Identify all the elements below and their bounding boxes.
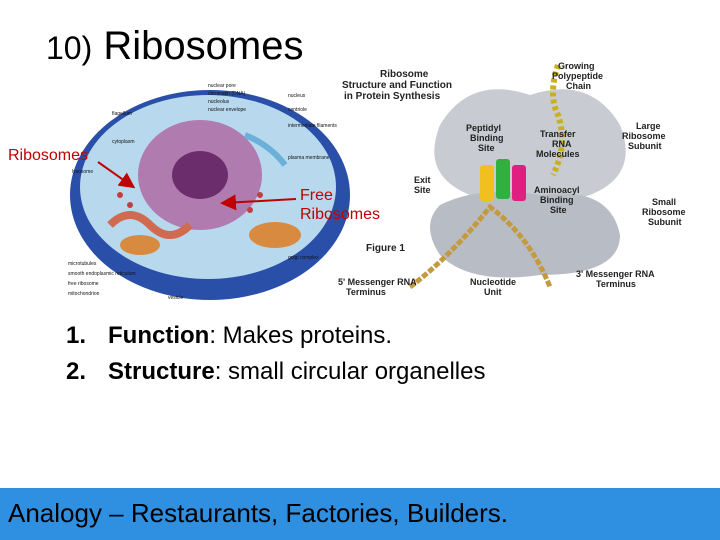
mrna-strand-shape	[408, 203, 553, 289]
peptidyl-label: Binding	[470, 133, 504, 143]
list-text: : small circular organelles	[214, 358, 486, 385]
figure-label: Figure 1	[366, 243, 405, 254]
mrna5-label: Terminus	[346, 287, 386, 297]
cell-label: nuclear envelope	[208, 107, 246, 113]
ribosome-dot	[127, 202, 133, 208]
large-subunit-label: Subunit	[628, 141, 662, 151]
cell-label: nuclear pore	[208, 83, 236, 89]
cell-label: free ribosome	[68, 281, 99, 287]
ribosome-structure-illustration: Ribosome Structure and Function in Prote…	[338, 61, 686, 297]
cell-label: intermediate filaments	[288, 123, 337, 129]
large-subunit-label: Large	[636, 121, 661, 131]
facts-list: 1. Function: Makes proteins. 2. Structure:…	[66, 318, 485, 390]
mitochondrion-shape-2	[120, 235, 160, 255]
title-number: 10)	[46, 30, 93, 66]
cell-label: golgi complex	[288, 255, 319, 261]
cell-label: nucleolus	[208, 99, 230, 105]
ribosome-dot	[257, 192, 263, 198]
cell-label: smooth endoplasmic reticulum	[68, 271, 136, 277]
list-text: : Makes proteins.	[209, 322, 393, 349]
growing-chain-label: Polypeptide	[552, 71, 603, 81]
list-item: 2. Structure: small circular organelles	[66, 354, 485, 390]
free-ribosomes-label-line2: Ribosomes	[300, 206, 381, 223]
small-subunit-shape	[430, 191, 620, 278]
nucleotide-label: Unit	[484, 287, 502, 297]
cell-label: vesicle	[168, 295, 184, 301]
aminoacyl-label: Aminoacyl	[534, 185, 580, 195]
aminoacyl-label: Site	[550, 205, 567, 215]
analogy-text: Analogy – Restaurants, Factories, Builde…	[8, 498, 509, 528]
list-number: 2.	[66, 358, 87, 385]
er-shape	[107, 211, 193, 239]
ribosome-heading: Structure and Function	[342, 80, 452, 91]
growing-chain-label: Chain	[566, 81, 591, 91]
peptidyl-label: Site	[478, 143, 495, 153]
small-subunit-label: Subunit	[648, 217, 682, 227]
growing-chain-label: Growing	[558, 61, 595, 71]
cell-label: plasma membrane	[288, 155, 330, 161]
cell-label: flagellum	[112, 111, 132, 117]
trna-green-shape	[496, 159, 510, 199]
list-term: Function	[108, 322, 210, 349]
cell-label: microtubules	[68, 261, 97, 267]
page-title: 10) Ribosomes	[46, 22, 303, 72]
nucleolus-shape	[172, 151, 228, 199]
cell-label: cytoplasm	[112, 139, 135, 145]
mrna3-label: 3' Messenger RNA	[576, 269, 655, 279]
polypeptide-chain-shape	[550, 64, 565, 177]
trna-magenta-shape	[512, 165, 526, 201]
exit-site-label: Exit	[414, 175, 431, 185]
ribosome-dot	[247, 207, 253, 213]
mrna3-label: Terminus	[596, 279, 636, 289]
trna-label: RNA	[552, 139, 572, 149]
exit-site-label: Site	[414, 185, 431, 195]
footer-bar	[0, 488, 720, 540]
title-text: Ribosomes	[103, 24, 304, 68]
list-term: Structure	[108, 358, 215, 385]
mrna5-label: 5' Messenger RNA	[338, 277, 417, 287]
mitochondrion-shape	[249, 222, 301, 248]
list-number: 1.	[66, 322, 87, 349]
aminoacyl-label: Binding	[540, 195, 574, 205]
ribosome-dot	[117, 192, 123, 198]
animal-cell-illustration: nuclear pore chromatin (DNA) nucleolus n…	[68, 83, 350, 301]
large-subunit-shape	[434, 89, 626, 205]
ribosome-heading: Ribosome	[380, 69, 429, 80]
cell-label: lysosome	[72, 169, 93, 175]
cell-label: mitochondrion	[68, 291, 100, 297]
trna-label: Molecules	[536, 149, 580, 159]
golgi-shape	[243, 132, 288, 167]
cell-label: chromatin (DNA)	[208, 91, 246, 97]
trna-yellow-shape	[480, 165, 494, 201]
small-subunit-label: Small	[652, 197, 676, 207]
peptidyl-label: Peptidyl	[466, 123, 501, 133]
small-subunit-label: Ribosome	[642, 207, 686, 217]
ribosomes-label: Ribosomes	[8, 147, 89, 164]
trna-label: Transfer	[540, 129, 576, 139]
free-ribosomes-label-line1: Free	[300, 187, 333, 204]
cell-label: centriole	[288, 107, 307, 113]
nucleotide-label: Nucleotide	[470, 277, 516, 287]
ribosome-heading: in Protein Synthesis	[344, 91, 441, 102]
large-subunit-label: Ribosome	[622, 131, 666, 141]
cell-label: nucleus	[288, 93, 306, 99]
list-item: 1. Function: Makes proteins.	[66, 318, 485, 354]
